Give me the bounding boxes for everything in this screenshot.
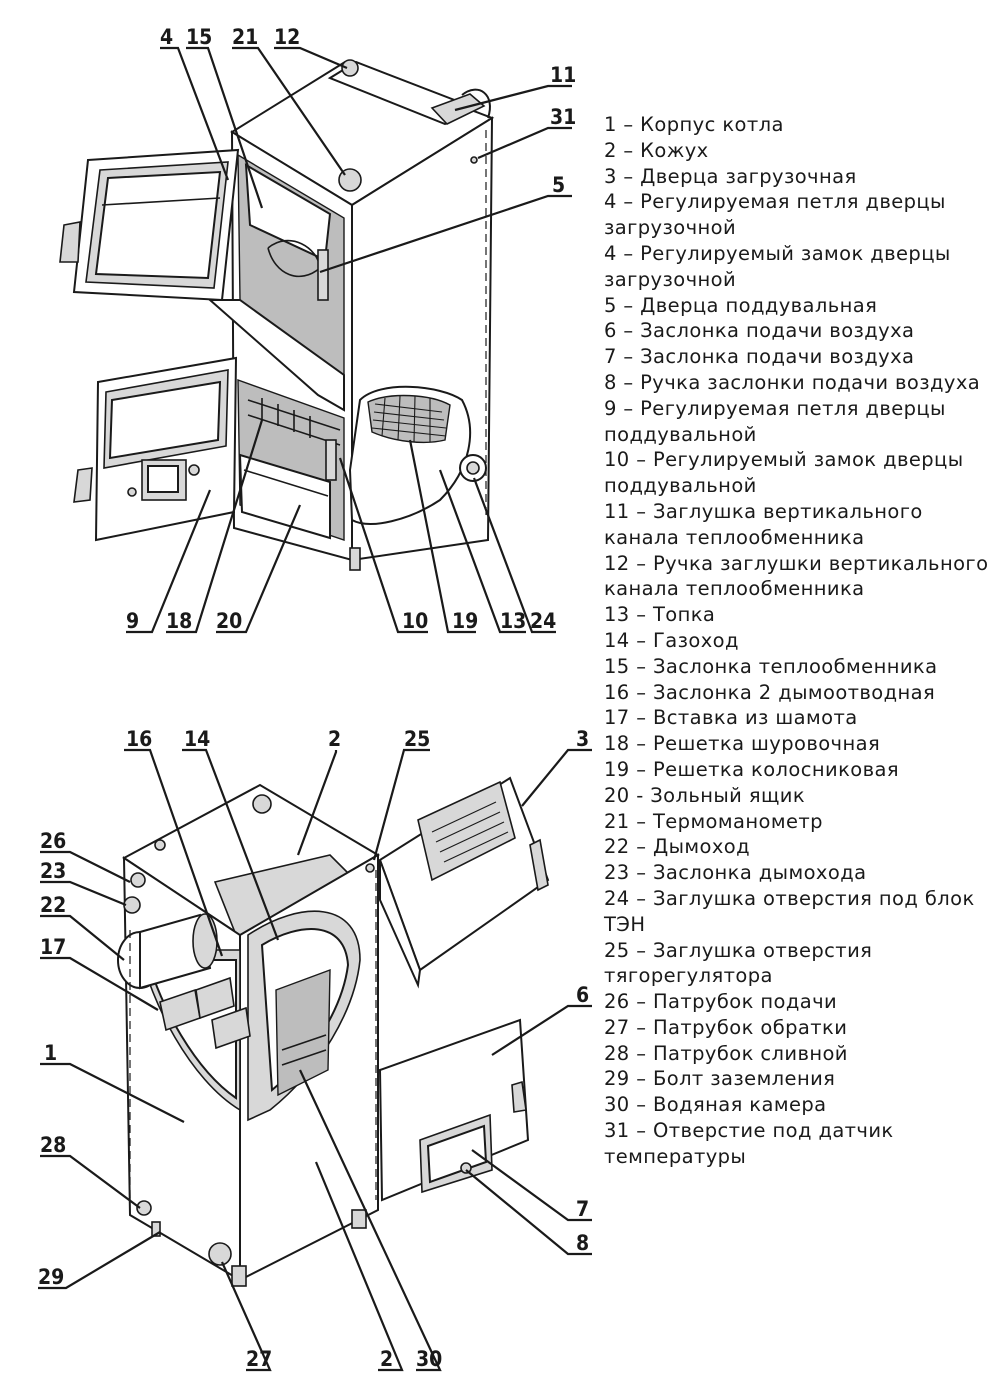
legend-item: 2 – Кожух [604, 138, 709, 162]
callout-31: 31 [550, 105, 576, 129]
callout-2b: 2 [380, 1347, 393, 1371]
callout-25: 25 [404, 727, 430, 751]
legend-item: 24 – Заглушка отверстия под блок ТЭН [604, 886, 975, 936]
boiler-top-view [59, 59, 495, 571]
boiler-diagram: 4 15 21 12 11 31 5 9 18 20 10 19 13 24 [38, 25, 592, 1372]
bottom-callouts: 16 14 2 25 3 26 23 22 17 1 28 29 27 2 30… [38, 727, 589, 1371]
callout-26: 26 [40, 829, 66, 853]
legend-item: 30 – Водяная камера [604, 1093, 827, 1117]
callout-12: 12 [274, 25, 300, 49]
callout-18: 18 [166, 609, 192, 633]
callout-6: 6 [576, 983, 589, 1007]
callout-7: 7 [576, 1197, 589, 1221]
legend-item: 5 – Дверца поддувальная [604, 293, 878, 317]
callout-8: 8 [576, 1231, 589, 1255]
legend-item: 26 – Патрубок подачи [604, 990, 838, 1014]
callout-27: 27 [246, 1347, 272, 1371]
legend-item: 13 – Топка [604, 603, 716, 627]
callout-21: 21 [232, 25, 258, 49]
legend-item: 6 – Заслонка подачи воздуха [604, 319, 915, 343]
legend-item: 1 – Корпус котла [604, 113, 784, 136]
legend-item: 4 – Регулируемая петля дверцы загрузочно… [604, 190, 946, 240]
legend-item: 17 – Вставка из шамота [604, 706, 858, 730]
callout-14: 14 [184, 727, 210, 751]
callout-10: 10 [402, 609, 428, 633]
callout-13: 13 [500, 609, 526, 633]
callout-28: 28 [40, 1133, 66, 1157]
bottom-leaders [38, 748, 592, 1372]
parts-legend: 1 – Корпус котла 2 – Кожух 3 – Дверца за… [604, 112, 994, 1170]
legend-item: 19 – Решетка колосниковая [604, 757, 899, 781]
callout-23: 23 [40, 859, 66, 883]
callout-2: 2 [328, 727, 341, 751]
legend-item: 28 – Патрубок сливной [604, 1041, 848, 1065]
legend-item: 18 – Решетка шуровочная [604, 732, 881, 756]
callout-3: 3 [576, 727, 589, 751]
callout-16: 16 [126, 727, 152, 751]
callout-24: 24 [530, 609, 556, 633]
legend-item: 27 – Патрубок обратки [604, 1015, 848, 1039]
legend-item: 12 – Ручка заглушки вертикального канала… [604, 551, 989, 601]
callout-9: 9 [126, 609, 139, 633]
legend-item: 10 – Регулируемый замок дверцы поддуваль… [604, 448, 964, 498]
legend-item: 21 – Термоманометр [604, 809, 823, 833]
callout-29: 29 [38, 1265, 64, 1289]
legend-item: 20 - Зольный ящик [604, 783, 806, 807]
legend-item: 3 – Дверца загрузочная [604, 164, 857, 188]
callout-22: 22 [40, 893, 66, 917]
callout-19: 19 [452, 609, 478, 633]
legend-item: 11 – Заглушка вертикального канала тепло… [604, 499, 923, 549]
legend-item: 8 – Ручка заслонки подачи воздуха [604, 370, 981, 394]
legend-item: 29 – Болт заземления [604, 1067, 836, 1091]
boiler-bottom-view [117, 776, 550, 1287]
legend-item: 4 – Регулируемый замок дверцы загрузочно… [604, 241, 951, 291]
legend-item: 25 – Заглушка отверстия тягорегулятора [604, 938, 873, 988]
top-leaders [126, 46, 572, 634]
legend-item: 15 – Заслонка теплообменника [604, 654, 938, 678]
top-callouts: 4 15 21 12 11 31 5 9 18 20 10 19 13 24 [126, 25, 576, 633]
legend-item: 7 – Заслонка подачи воздуха [604, 345, 915, 369]
callout-15: 15 [186, 25, 212, 49]
legend-item: 9 – Регулируемая петля дверцы поддувальн… [604, 396, 946, 446]
callout-11: 11 [550, 63, 576, 87]
legend-item: 16 – Заслонка 2 дымоотводная [604, 680, 936, 704]
callout-17: 17 [40, 935, 66, 959]
legend-item: 31 – Отверстие под датчик температуры [604, 1119, 894, 1168]
legend-item: 22 – Дымоход [604, 835, 750, 859]
callout-20: 20 [216, 609, 242, 633]
legend-item: 14 – Газоход [604, 628, 739, 652]
callout-5: 5 [552, 173, 565, 197]
callout-1: 1 [44, 1041, 57, 1065]
legend-item: 23 – Заслонка дымохода [604, 861, 867, 885]
callout-30: 30 [416, 1347, 442, 1371]
callout-4: 4 [160, 25, 173, 49]
